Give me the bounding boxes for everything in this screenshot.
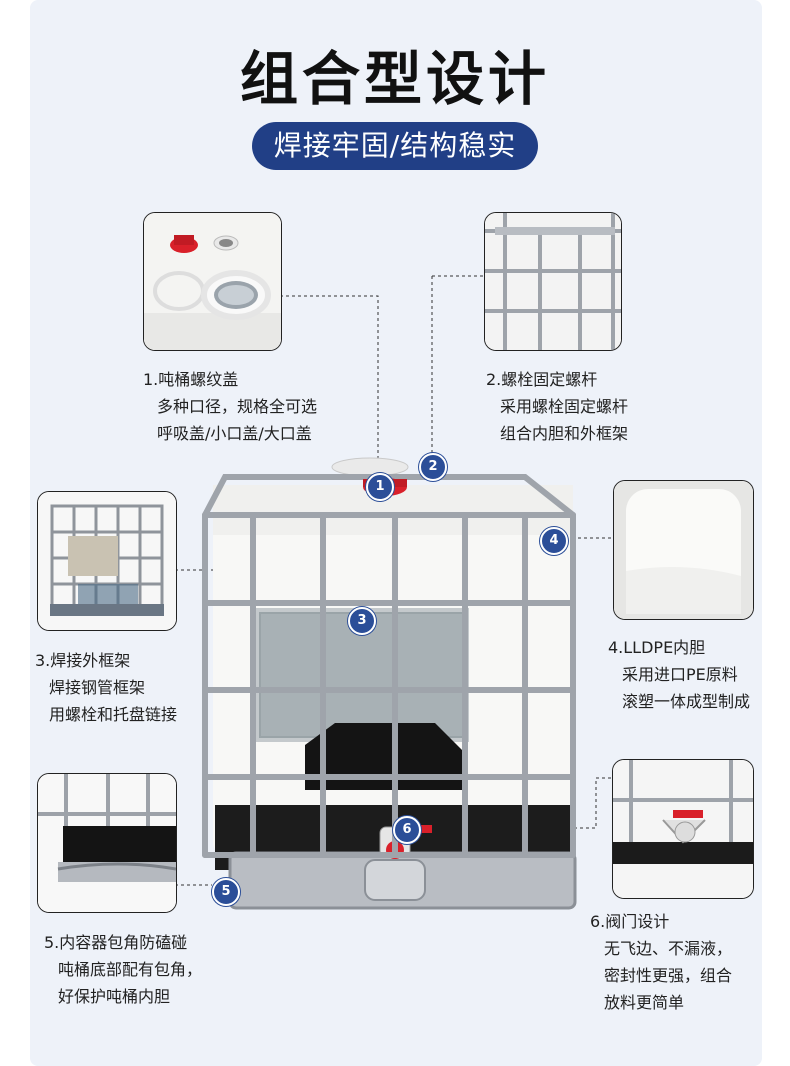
page-title: 组合型设计 (239, 45, 550, 113)
photo-inner-tank (613, 480, 754, 620)
photo-frame-bolts (484, 212, 622, 351)
photo-corner-guard (37, 773, 177, 913)
photo-valve (612, 759, 754, 899)
caption-4-heading: 4.LLDPE内胆 (608, 638, 706, 657)
marker-1: 1 (366, 473, 394, 501)
caption-6-line-2: 密封性更强，组合 (604, 966, 733, 985)
caption-4: 4.LLDPE内胆 采用进口PE原料 滚塑一体成型制成 (608, 634, 750, 715)
caption-5-line-2: 好保护吨桶内胆 (58, 987, 171, 1006)
ibc-tank-illustration (202, 457, 577, 910)
subtitle-badge: 焊接牢固/结构稳实 (252, 122, 538, 170)
caption-6-heading: 6.阀门设计 (590, 912, 670, 931)
caption-1-line-1: 多种口径，规格全可选 (157, 397, 318, 416)
caption-2: 2.螺栓固定螺杆 采用螺栓固定螺杆 组合内胆和外框架 (486, 366, 628, 447)
caption-6: 6.阀门设计 无飞边、不漏液， 密封性更强，组合 放料更简单 (590, 908, 732, 1016)
marker-5: 5 (212, 878, 240, 906)
marker-6: 6 (393, 816, 421, 844)
caption-3-line-2: 用螺栓和托盘链接 (49, 705, 178, 724)
caption-3: 3.焊接外框架 焊接钢管框架 用螺栓和托盘链接 (35, 647, 177, 728)
caption-6-line-1: 无飞边、不漏液， (604, 939, 733, 958)
caption-2-line-2: 组合内胆和外框架 (500, 424, 629, 443)
marker-4: 4 (540, 527, 568, 555)
caption-4-line-1: 采用进口PE原料 (622, 665, 738, 684)
caption-4-line-2: 滚塑一体成型制成 (622, 692, 751, 711)
photo-screw-caps (143, 212, 282, 351)
caption-1-line-2: 呼吸盖/小口盖/大口盖 (157, 424, 312, 443)
caption-2-heading: 2.螺栓固定螺杆 (486, 370, 598, 389)
caption-3-line-1: 焊接钢管框架 (49, 678, 146, 697)
caption-5-heading: 5.内容器包角防磕碰 (44, 933, 188, 952)
caption-2-line-1: 采用螺栓固定螺杆 (500, 397, 629, 416)
caption-6-line-3: 放料更简单 (604, 993, 685, 1012)
marker-3: 3 (348, 607, 376, 635)
caption-5-line-1: 吨桶底部配有包角， (58, 960, 203, 979)
caption-1: 1.吨桶螺纹盖 多种口径，规格全可选 呼吸盖/小口盖/大口盖 (143, 366, 317, 447)
caption-1-heading: 1.吨桶螺纹盖 (143, 370, 239, 389)
photo-welded-frame (37, 491, 177, 631)
caption-3-heading: 3.焊接外框架 (35, 651, 131, 670)
marker-2: 2 (419, 453, 447, 481)
caption-5: 5.内容器包角防磕碰 吨桶底部配有包角， 好保护吨桶内胆 (44, 929, 202, 1010)
